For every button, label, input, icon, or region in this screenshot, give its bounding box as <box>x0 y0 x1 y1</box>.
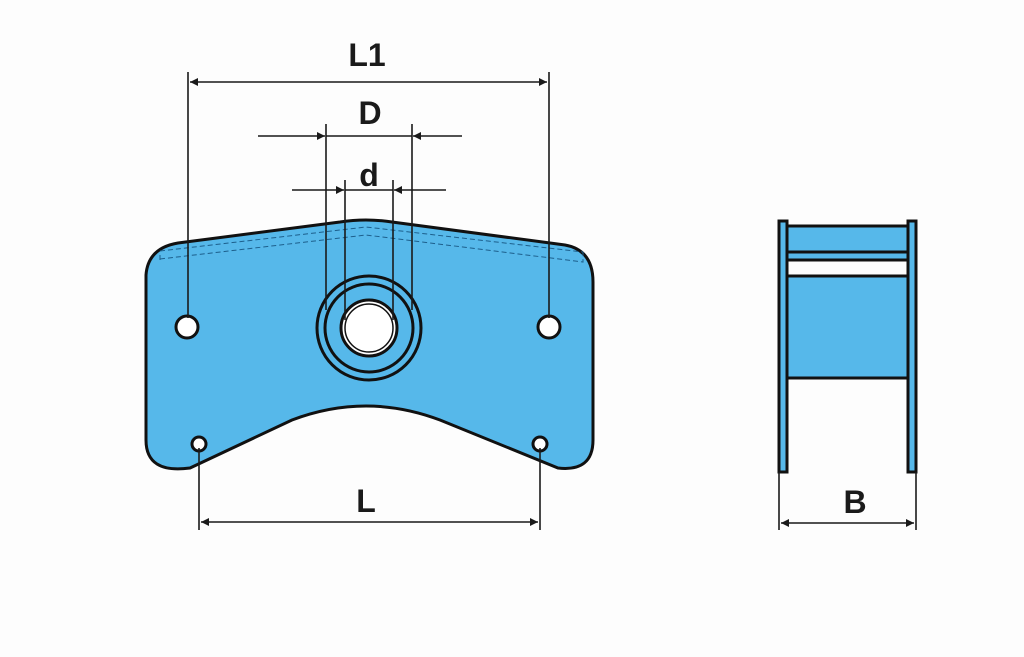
side-strip <box>785 250 910 262</box>
dimension-L: L <box>198 448 541 530</box>
side-top-block <box>785 224 910 254</box>
side-view <box>777 219 918 474</box>
label-L: L <box>356 483 376 519</box>
center-bore <box>344 303 394 353</box>
side-body <box>785 274 910 380</box>
side-flange-right <box>906 219 918 474</box>
dimension-d: d <box>292 157 446 320</box>
side-flange-left <box>777 219 789 474</box>
front-view <box>144 218 595 471</box>
label-L1: L1 <box>348 37 385 73</box>
dimension-B: B <box>778 472 917 530</box>
dimension-L1: L1 <box>187 37 550 318</box>
boss-outer-ring <box>315 274 423 382</box>
dimension-D: D <box>258 95 462 310</box>
label-D: D <box>358 95 381 131</box>
label-B: B <box>843 484 866 520</box>
boss-inner-ring <box>323 282 415 374</box>
mount-hole-left <box>174 314 200 340</box>
label-d: d <box>359 157 379 193</box>
hidden-edge-lower <box>159 234 584 263</box>
mount-hole-right <box>536 314 562 340</box>
hidden-edge-upper <box>159 226 584 253</box>
